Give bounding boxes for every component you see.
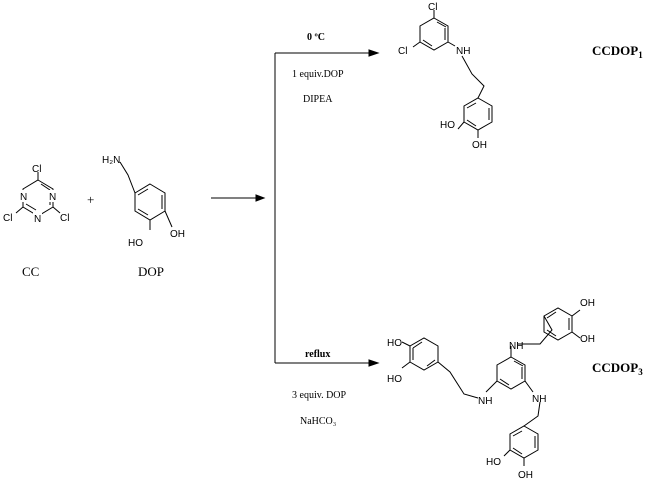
ccdop1-cl-top: Cl xyxy=(428,2,437,13)
dop-oh: OH xyxy=(170,229,185,240)
bottom-base: NaHCO₃ xyxy=(300,416,336,427)
ccdop3-nh-left: NH xyxy=(478,396,492,407)
ccdop3-oh-top-1: OH xyxy=(580,298,595,309)
bottom-reagent: 3 equiv. DOP xyxy=(292,390,347,401)
ccdop1-nh: NH xyxy=(456,46,470,57)
cc-cl-bond-right xyxy=(52,206,61,214)
cc-cl-right: Cl xyxy=(60,213,69,224)
ccdop1-oh: OH xyxy=(472,140,487,151)
cc-n-left: N xyxy=(20,192,27,203)
top-arrow-head xyxy=(368,49,380,57)
reaction-arrows xyxy=(211,49,380,367)
ccdop3-catechol-bottom xyxy=(509,425,539,459)
cc-structure: Cl Cl Cl N N N xyxy=(3,164,69,225)
ccdop3-catechol-left xyxy=(409,337,439,371)
ccdop3-oh-bottom: OH xyxy=(518,470,533,481)
cc-cl-left: Cl xyxy=(3,213,12,224)
bottom-arrow-head xyxy=(368,359,380,367)
dop-ring xyxy=(134,183,166,221)
ccdop1-chain xyxy=(461,55,485,99)
ccdop1-catechol xyxy=(463,97,493,131)
ccdop3-oh-top-2: OH xyxy=(580,334,595,345)
dop-structure: H₂N OH HO xyxy=(102,155,185,249)
dop-h2n: H₂N xyxy=(102,155,120,166)
ccdop3-ho-left-1: HO xyxy=(387,338,402,349)
cc-n-bottom: N xyxy=(34,214,41,225)
ccdop1-ho: HO xyxy=(440,120,455,131)
ccdop1-label: CCDOP1 xyxy=(592,43,643,60)
ccdop3-structure: NH NH NH OH OH HO HO HO OH xyxy=(387,298,595,481)
ccdop3-ho-bottom: HO xyxy=(486,457,501,468)
ccdop3-triazine xyxy=(496,356,526,390)
ccdop1-triazine xyxy=(419,17,449,51)
dop-ho: HO xyxy=(128,238,143,249)
ccdop3-ho-left-2: HO xyxy=(387,374,402,385)
cc-cl-top: Cl xyxy=(32,164,41,175)
cc-cl-bond-left xyxy=(15,206,24,214)
main-arrow-head xyxy=(255,194,266,202)
dop-label: DOP xyxy=(138,264,164,279)
plus-sign: + xyxy=(87,192,94,207)
bottom-temperature: reflux xyxy=(305,349,330,360)
cc-n-right: N xyxy=(49,192,56,203)
ccdop3-label: CCDOP3 xyxy=(592,360,643,377)
ccdop3-nh-top: NH xyxy=(509,341,523,352)
ccdop1-cl-left: Cl xyxy=(398,46,407,57)
ccdop1-structure: Cl Cl NH HO OH xyxy=(398,2,493,151)
top-reagent: 1 equiv.DOP xyxy=(292,69,344,80)
top-base: DIPEA xyxy=(303,94,333,105)
dop-chain xyxy=(119,161,136,194)
ccdop3-nh-right: NH xyxy=(532,394,546,405)
cc-label: CC xyxy=(22,264,39,279)
top-temperature: 0 ºC xyxy=(307,32,325,43)
